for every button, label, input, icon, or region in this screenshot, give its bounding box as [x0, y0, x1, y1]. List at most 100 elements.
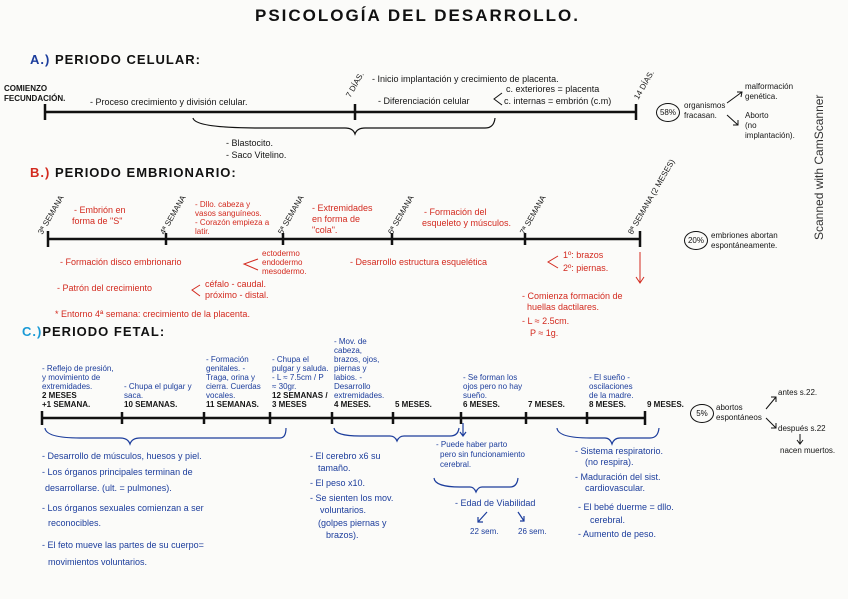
stat-label: espontáneos	[716, 413, 762, 422]
note: * Entorno 4ª semana: crecimiento de la p…	[55, 309, 250, 319]
note: pero sin funcionamiento	[440, 450, 525, 459]
note: vasos sanguíneos.	[195, 209, 262, 218]
note: cerebral.	[590, 515, 626, 525]
milestone-label: +1 SEMANA.	[42, 400, 91, 409]
stat-outcome: malformación genética.	[745, 82, 794, 101]
milestone-note: - Formación genitales. - Traga, orina y …	[206, 355, 261, 400]
milestone-note: - Se forman los ojos pero no hay sueño.	[463, 373, 523, 400]
note: P ≈ 1g.	[530, 328, 559, 338]
percent-badge: 58%	[656, 103, 680, 122]
fetal-milestone: 5 MESES.	[395, 400, 455, 409]
stat-outcome: (no implantación).	[745, 121, 795, 140]
watermark: Scanned with CamScanner	[812, 94, 826, 240]
note: - Puede haber parto	[436, 440, 508, 449]
note: - L ≈ 2.5cm.	[522, 316, 570, 326]
note: c. internas = embrión (c.m)	[504, 96, 612, 106]
milestone-label: 10 SEMANAS.	[124, 400, 178, 409]
note: en forma de	[312, 214, 361, 224]
note: - Sistema respiratorio.	[575, 446, 664, 456]
limb-order: 1º: brazos	[563, 250, 604, 260]
growth-direction: próximo - distal.	[205, 290, 269, 300]
milestone-label: 7 MESES.	[528, 400, 565, 409]
section-a-title: A.) PERIODO CELULAR:	[30, 52, 201, 67]
note: brazos).	[326, 530, 359, 540]
note: - Inicio implantación y crecimiento de p…	[372, 74, 559, 84]
milestone-note: - Mov. de cabeza, brazos, ojos, piernas …	[334, 337, 385, 400]
fetal-milestone: - Chupa el pulgar y saluda. - L ≈ 7.5cm …	[272, 355, 329, 409]
germ-layer: mesodermo.	[262, 267, 307, 276]
germ-layer: ectodermo	[262, 249, 300, 258]
stat-outcome: Aborto	[745, 111, 769, 120]
fetal-milestone: 7 MESES.	[528, 400, 584, 409]
viability-label: - Edad de Viabilidad	[455, 498, 536, 508]
stat-stillborn: nacen muertos.	[780, 446, 836, 455]
note: - Aumento de peso.	[578, 529, 657, 539]
milestone-label: 11 SEMANAS.	[206, 400, 259, 409]
fetal-milestone: 9 MESES.	[647, 400, 687, 409]
note: - Desarrollo estructura esquelética	[350, 257, 488, 267]
section-a-heading: PERIODO CELULAR:	[54, 52, 201, 67]
limb-order: 2º: piernas.	[563, 263, 609, 273]
section-c-heading: PERIODO FETAL:	[42, 324, 166, 339]
milestone-note: - Reflejo de presión, y movimiento de ex…	[42, 364, 114, 391]
stat-before: antes s.22.	[778, 388, 818, 397]
milestone-label: COMIENZO FECUNDACIÓN.	[4, 84, 66, 103]
note: - Embrión en	[74, 205, 126, 215]
stat-label: organismos fracasan.	[684, 101, 726, 120]
note: esqueleto y músculos.	[422, 218, 512, 228]
milestone-label: 4 MESES.	[334, 400, 371, 409]
note: - Patrón del crecimiento	[57, 283, 153, 293]
fetal-milestone: - Chupa el pulgar y saca. 10 SEMANAS.	[124, 382, 200, 409]
fetal-milestone: - Mov. de cabeza, brazos, ojos, piernas …	[334, 337, 390, 409]
note: - El cerebro x6 su	[310, 451, 381, 461]
page-title: PSICOLOGÍA DEL DESARROLLO.	[255, 6, 580, 25]
note: huellas dactilares.	[527, 302, 600, 312]
milestone-label: 9 MESES.	[647, 400, 684, 409]
milestone-note: - Chupa el pulgar y saca.	[124, 382, 192, 400]
milestone-label: 6 MESES.	[463, 400, 500, 409]
note: - Los órganos sexuales comienzan a ser	[42, 503, 204, 513]
note: - Los órganos principales terminan de	[42, 467, 193, 477]
note: - Proceso crecimiento y división celular…	[90, 97, 248, 107]
note: (no respira).	[585, 457, 634, 467]
note: - Corazón empieza a latir.	[195, 218, 270, 236]
section-a-letter: A.)	[30, 52, 51, 67]
note: cerebral.	[440, 460, 472, 469]
fetal-milestone: - El sueño - oscilaciones de la madre. 8…	[589, 373, 643, 409]
section-b-title: B.) PERIODO EMBRIONARIO:	[30, 165, 237, 180]
note: - Diferenciación celular	[378, 96, 470, 106]
note: - Comienza formación de	[522, 291, 623, 301]
stat-after: después s.22	[778, 424, 826, 433]
note: c. exteriores = placenta	[506, 84, 600, 94]
milestone-note: - Chupa el pulgar y saluda. - L ≈ 7.5cm …	[272, 355, 329, 391]
note: (golpes piernas y	[318, 518, 387, 528]
note: - Formación del	[424, 207, 487, 217]
percent-badge: 20%	[684, 231, 708, 250]
milestone-label: 2 MESES	[42, 391, 77, 400]
milestone-label: 12 SEMANAS / 3 MESES	[272, 391, 328, 409]
stat-label: espontáneamente.	[711, 241, 778, 250]
fetal-milestone: - Se forman los ojos pero no hay sueño. …	[463, 373, 523, 409]
note: - El peso x10.	[310, 478, 366, 488]
milestone-note: - El sueño - oscilaciones de la madre.	[589, 373, 634, 400]
note: - El feto mueve las partes de su cuerpo=	[42, 540, 204, 550]
growth-direction: céfalo - caudal.	[205, 279, 267, 289]
note: - Formación disco embrionario	[60, 257, 182, 267]
fetal-milestone: - Reflejo de presión, y movimiento de ex…	[42, 364, 118, 409]
note: - Maduración del sist.	[575, 472, 661, 482]
germ-layer: endodermo	[262, 258, 303, 267]
note: desarrollarse. (ult. = pulmones).	[45, 483, 172, 493]
note: movimientos voluntarios.	[48, 557, 148, 567]
note: - El bebé duerme = dllo.	[578, 502, 674, 512]
note: - Saco Vitelino.	[226, 150, 287, 160]
percent-badge: 5%	[690, 404, 714, 423]
section-b-letter: B.)	[30, 165, 51, 180]
milestone-label: 5 MESES.	[395, 400, 432, 409]
stat-label: embriones abortan	[711, 231, 778, 240]
note: cardiovascular.	[585, 483, 646, 493]
milestone-label: 8 MESES.	[589, 400, 626, 409]
note: voluntarios.	[320, 505, 367, 515]
note: - Se sienten los mov.	[310, 493, 394, 503]
viability-max: 26 sem.	[518, 527, 547, 536]
